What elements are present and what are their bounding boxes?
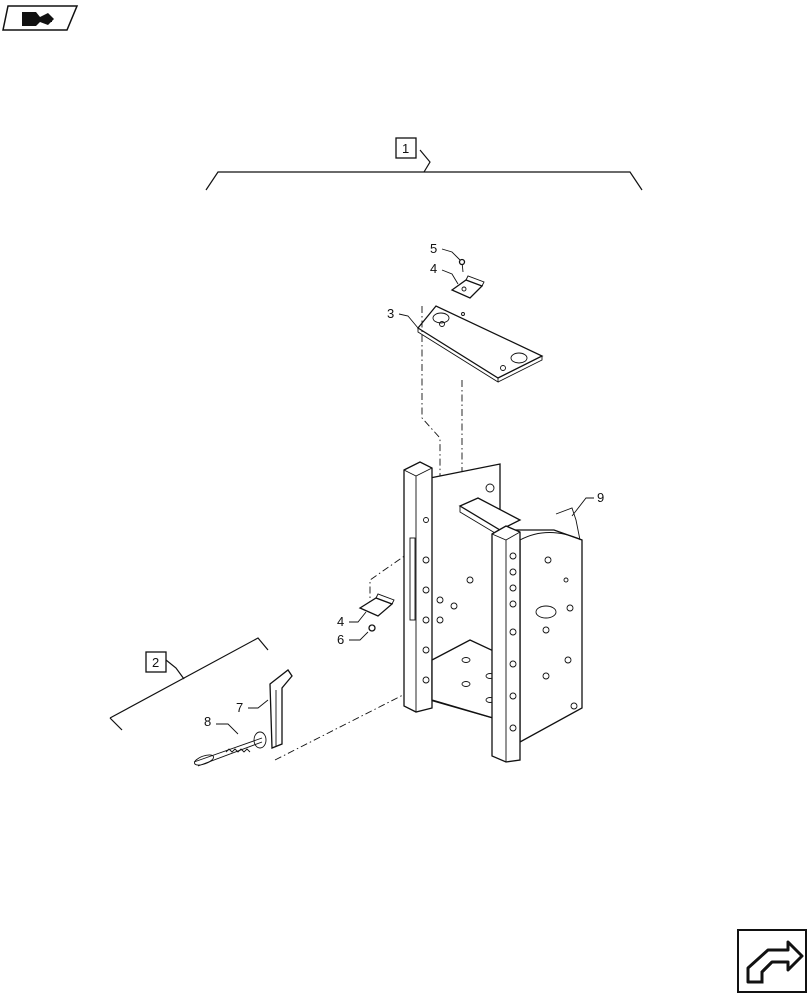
callout-2: 2 <box>152 655 159 670</box>
part-4-clip-lower <box>358 593 395 617</box>
part-7-pin <box>269 669 293 749</box>
callout-8: 8 <box>204 714 211 729</box>
part-5-bolt <box>458 258 466 273</box>
part-3-cover-plate <box>417 305 544 383</box>
callout-4-top: 4 <box>430 261 437 276</box>
part-4-clip-top <box>450 275 485 299</box>
callout-5: 5 <box>430 241 437 256</box>
part-9-frame <box>403 461 583 763</box>
assembly-bracket-2: 2 <box>109 637 269 731</box>
callout-4-lower: 4 <box>337 614 344 629</box>
callout-9: 9 <box>597 490 604 505</box>
callout-1: 1 <box>402 141 409 156</box>
callout-6: 6 <box>337 632 344 647</box>
assembly-bracket-1: 1 <box>205 137 643 191</box>
callout-7: 7 <box>236 700 243 715</box>
part-8-lynch-pin <box>193 731 267 767</box>
back-page-icon[interactable] <box>2 5 79 31</box>
part-6-nut <box>368 624 376 632</box>
next-page-arrow-icon[interactable] <box>737 929 807 993</box>
callout-3: 3 <box>387 306 394 321</box>
